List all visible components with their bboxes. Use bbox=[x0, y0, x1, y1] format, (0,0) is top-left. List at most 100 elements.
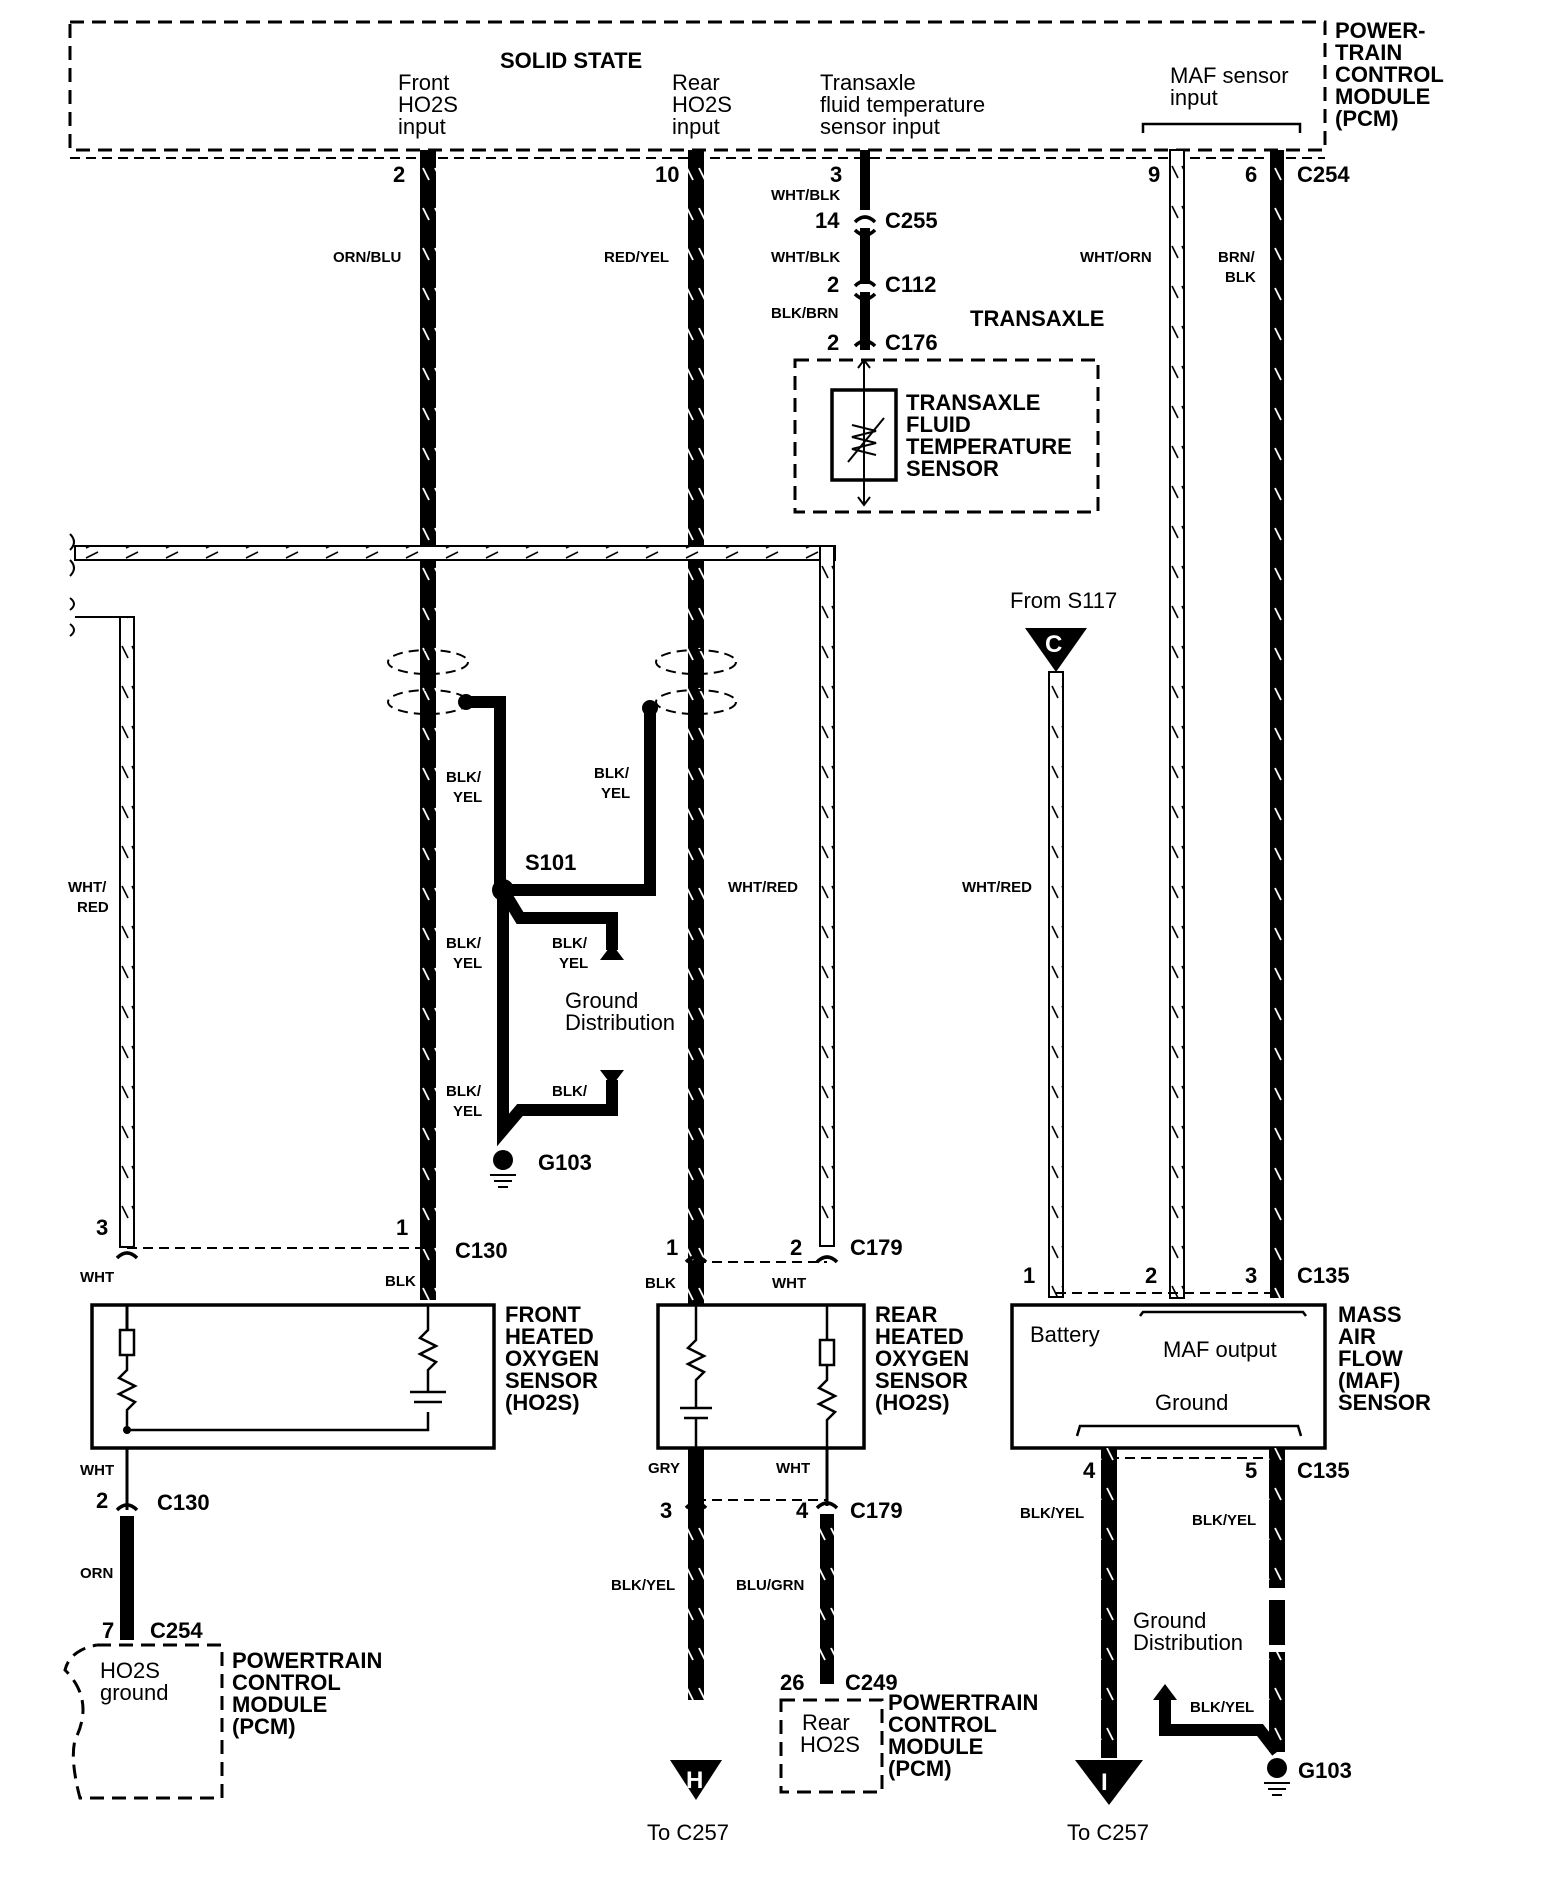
label-blk-yel-b2: YEL bbox=[601, 785, 630, 802]
label-maf-input-2: input bbox=[1170, 85, 1218, 110]
label-tft-sensor-1: TRANSAXLE bbox=[906, 390, 1040, 415]
label-maf-2: AIR bbox=[1338, 1324, 1376, 1349]
maf-ground-bracket bbox=[1075, 1424, 1303, 1437]
wire-wht-blk-2 bbox=[860, 228, 870, 284]
label-wht-rear: WHT bbox=[772, 1275, 806, 1292]
pin-3-top: 3 bbox=[830, 162, 842, 187]
transaxle-box bbox=[793, 358, 1100, 514]
label-solid-state: SOLID STATE bbox=[500, 48, 642, 73]
shield-rear-top bbox=[655, 649, 737, 675]
c255-symbol bbox=[853, 215, 877, 237]
label-rear-ho2s-1: REAR bbox=[875, 1302, 937, 1327]
label-g103-right: G103 bbox=[1298, 1758, 1352, 1783]
maf-input-bracket bbox=[1141, 122, 1302, 133]
wire-blk-yel-ground-dist bbox=[497, 886, 618, 950]
label-maf-input-1: MAF sensor bbox=[1170, 63, 1289, 88]
label-maf-5: SENSOR bbox=[1338, 1390, 1431, 1415]
pin-4-c179-bottom: 4 bbox=[796, 1498, 809, 1523]
ground-symbol-left bbox=[490, 1174, 516, 1188]
rear-heater-resistor bbox=[816, 1305, 838, 1448]
ground-symbol-right bbox=[1264, 1782, 1290, 1796]
pin-2-c176: 2 bbox=[827, 330, 839, 355]
c176-symbol bbox=[853, 339, 877, 348]
label-blk-yel-d1: BLK/ bbox=[552, 935, 588, 952]
label-pcm-mid-1: POWERTRAIN bbox=[888, 1690, 1038, 1715]
label-blk-yel-c1: BLK/ bbox=[446, 935, 482, 952]
ground-g103-right bbox=[1267, 1758, 1287, 1778]
label-rear-ho2s-3: OXYGEN bbox=[875, 1346, 969, 1371]
pin-7: 7 bbox=[102, 1618, 114, 1643]
label-wht-red-maf: WHT/RED bbox=[962, 879, 1032, 896]
label-blk-yel-maf-5: BLK/YEL bbox=[1192, 1512, 1256, 1529]
label-rear-ho2s-input-2: HO2S bbox=[672, 92, 732, 117]
pin-5-c135: 5 bbox=[1245, 1458, 1257, 1483]
arrow-h bbox=[670, 1760, 722, 1800]
label-front-ho2s-input-3: input bbox=[398, 114, 446, 139]
label-ho2s-ground-2: ground bbox=[100, 1680, 169, 1705]
label-brn-blk-1: BRN/ bbox=[1218, 249, 1255, 266]
wire-blk-yel-rear-drain bbox=[508, 708, 656, 896]
rear-ho2s-box bbox=[656, 1303, 866, 1450]
wire-wht-red-rear bbox=[819, 545, 835, 1247]
label-wht-front-bottom: WHT bbox=[80, 1462, 114, 1479]
maf-output-bracket bbox=[1139, 1310, 1307, 1317]
label-ground-dist-2a: Ground bbox=[1133, 1608, 1206, 1633]
label-blk-yel-e1: BLK/ bbox=[446, 1083, 482, 1100]
ground-distribution-arrow-3 bbox=[1153, 1684, 1177, 1700]
label-blk-yel-b1: BLK/ bbox=[594, 765, 630, 782]
label-blk-yel-c2: YEL bbox=[453, 955, 482, 972]
label-wht-blk-1: WHT/BLK bbox=[771, 187, 840, 204]
ground-distribution-arrow bbox=[600, 944, 624, 960]
label-pcm-left-3: MODULE bbox=[232, 1692, 327, 1717]
front-sensor-capacitor bbox=[410, 1390, 446, 1404]
pin-14: 14 bbox=[815, 208, 840, 233]
label-s101: S101 bbox=[525, 850, 576, 875]
label-wht-red-front-2: RED bbox=[77, 899, 109, 916]
pcm-bottom-left-box bbox=[63, 1643, 224, 1800]
pcm-bottom-mid-box bbox=[779, 1698, 884, 1794]
label-c249: C249 bbox=[845, 1670, 898, 1695]
label-c254-bottom: C254 bbox=[150, 1618, 203, 1643]
maf-sensor-box bbox=[1010, 1303, 1327, 1450]
label-rear-ho2s-pcm-2: HO2S bbox=[800, 1732, 860, 1757]
label-blk-yel-f2: YEL bbox=[559, 1103, 588, 1120]
label-from-s117: From S117 bbox=[1010, 588, 1117, 613]
c179-symbols bbox=[684, 1255, 839, 1264]
pin-26: 26 bbox=[780, 1670, 804, 1695]
label-pcm-mid-3: MODULE bbox=[888, 1734, 983, 1759]
wire-wht-orn bbox=[1169, 149, 1185, 1299]
pin-9-top: 9 bbox=[1148, 162, 1160, 187]
label-to-c257-h: To C257 bbox=[647, 1820, 729, 1845]
wire-blk-yel-maf-5 bbox=[1269, 1448, 1285, 1588]
label-maf-ground: Ground bbox=[1155, 1390, 1228, 1415]
label-maf-output: MAF output bbox=[1163, 1337, 1277, 1362]
from-s117-arrow bbox=[1025, 628, 1087, 672]
pin-2-c112: 2 bbox=[827, 272, 839, 297]
label-c135-top: C135 bbox=[1297, 1263, 1350, 1288]
pin-6-top: 6 bbox=[1245, 162, 1257, 187]
pin-2-c130-bottom: 2 bbox=[96, 1488, 108, 1513]
label-blk-yel-e2: YEL bbox=[453, 1103, 482, 1120]
label-blk-yel-a1: BLK/ bbox=[446, 769, 482, 786]
label-c254-top: C254 bbox=[1297, 162, 1350, 187]
label-front-ho2s-1: FRONT bbox=[505, 1302, 581, 1327]
label-gry: GRY bbox=[648, 1460, 680, 1477]
label-rear-ho2s-input-3: input bbox=[672, 114, 720, 139]
label-blk-yel-f1: BLK/ bbox=[552, 1083, 588, 1100]
label-pcm-2: TRAIN bbox=[1335, 40, 1402, 65]
label-ground-dist-2b: Distribution bbox=[1133, 1630, 1243, 1655]
rear-sensor-resistor bbox=[685, 1305, 707, 1408]
label-wht-rear-bottom: WHT bbox=[776, 1460, 810, 1477]
wire-blk-yel-ground-dist-2 bbox=[1159, 1695, 1282, 1756]
label-rear-ho2s-2: HEATED bbox=[875, 1324, 964, 1349]
label-wht-red-rear: WHT/RED bbox=[728, 879, 798, 896]
label-pcm-4: MODULE bbox=[1335, 84, 1430, 109]
transaxle-sensor-arrows bbox=[857, 358, 871, 507]
label-pcm-mid-2: CONTROL bbox=[888, 1712, 997, 1737]
label-rear-ho2s-4: SENSOR bbox=[875, 1368, 968, 1393]
label-pcm-left-1: POWERTRAIN bbox=[232, 1648, 382, 1673]
label-front-ho2s-4: SENSOR bbox=[505, 1368, 598, 1393]
pin-3-c130: 3 bbox=[96, 1215, 108, 1240]
label-c179-bottom: C179 bbox=[850, 1498, 903, 1523]
